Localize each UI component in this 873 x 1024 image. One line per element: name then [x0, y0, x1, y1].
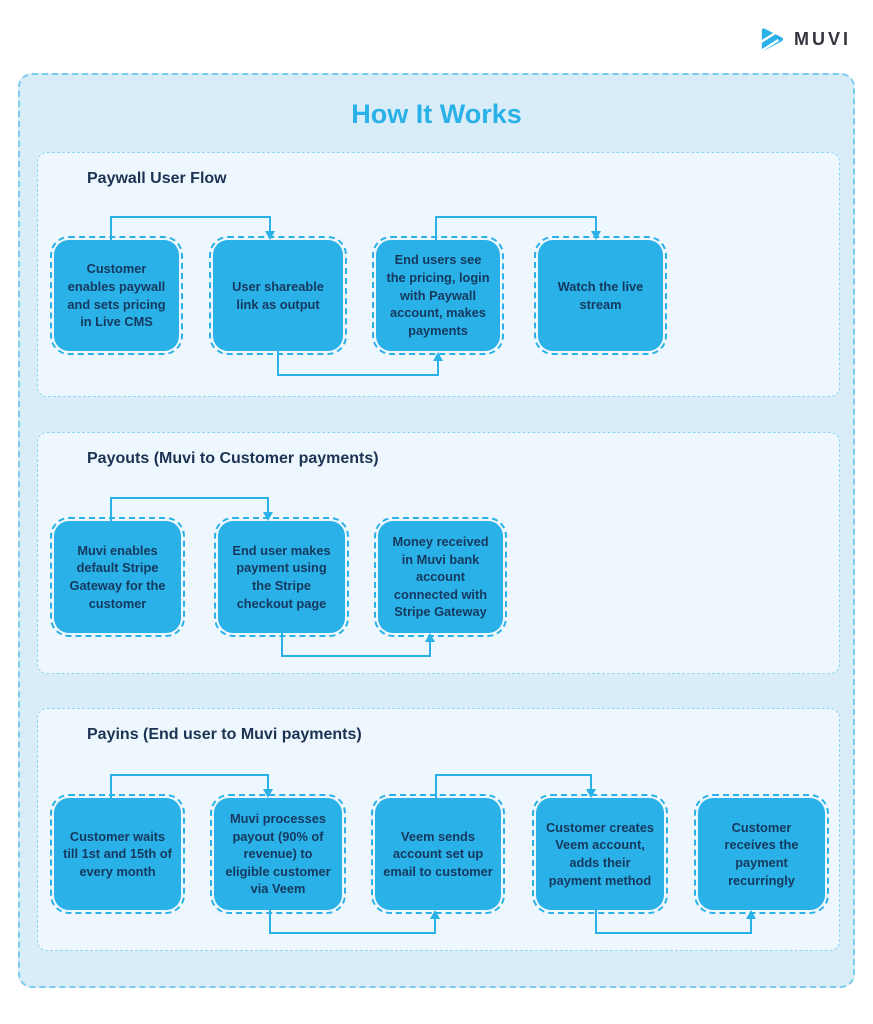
flow-node-label: End user makes payment using the Stripe … [232, 542, 331, 611]
flow-node: End user makes payment using the Stripe … [214, 517, 349, 637]
flow-node-label: User shareable link as output [232, 278, 324, 312]
flow-node-label: Veem sends account set up email to custo… [383, 828, 493, 879]
flow-node-label: Customer receives the payment recurringl… [724, 819, 799, 888]
how-it-works-panel: How It Works Paywall User Flow Customer … [18, 73, 855, 988]
flow-node-label: Customer waits till 1st and 15th of ever… [63, 828, 172, 879]
section-heading: Payouts (Muvi to Customer payments) [87, 450, 379, 467]
flow-node-label: Muvi processes payout (90% of revenue) t… [225, 810, 331, 897]
section-payins: Payins (End user to Muvi payments) Custo… [37, 708, 840, 951]
brand-header: MUVI [758, 26, 851, 53]
flow-node-label: Watch the live stream [557, 278, 644, 312]
section-payouts: Payouts (Muvi to Customer payments) Muvi… [37, 432, 840, 674]
flow-node: Customer receives the payment recurringl… [694, 794, 829, 914]
flow-node: Customer creates Veem account, adds thei… [532, 794, 668, 914]
flow-node-label: Money received in Muvi bank account conn… [392, 533, 489, 620]
flow-node: Watch the live stream [534, 236, 667, 355]
flow-node: Muvi enables default Stripe Gateway for … [50, 517, 185, 637]
section-heading: Paywall User Flow [87, 170, 227, 187]
flow-node: Money received in Muvi bank account conn… [374, 517, 507, 637]
flow-node: Customer enables paywall and sets pricin… [50, 236, 183, 355]
page-title: How It Works [351, 99, 522, 129]
flow-node-label: Muvi enables default Stripe Gateway for … [69, 542, 166, 611]
flow-node-label: Customer creates Veem account, adds thei… [545, 819, 655, 888]
flow-node-label: Customer enables paywall and sets pricin… [67, 261, 166, 330]
flow-node: Muvi processes payout (90% of revenue) t… [210, 794, 346, 914]
muvi-logo-icon [761, 28, 784, 51]
section-heading: Payins (End user to Muvi payments) [87, 726, 362, 743]
flow-node: Customer waits till 1st and 15th of ever… [50, 794, 185, 914]
section-paywall-user-flow: Paywall User Flow Customer enables paywa… [37, 152, 840, 397]
flow-node-label: End users see the pricing, login with Pa… [386, 252, 490, 338]
flow-node: Veem sends account set up email to custo… [371, 794, 505, 914]
flow-node: User shareable link as output [209, 236, 347, 355]
flow-node: End users see the pricing, login with Pa… [372, 236, 504, 355]
brand-name: MUVI [794, 29, 851, 49]
